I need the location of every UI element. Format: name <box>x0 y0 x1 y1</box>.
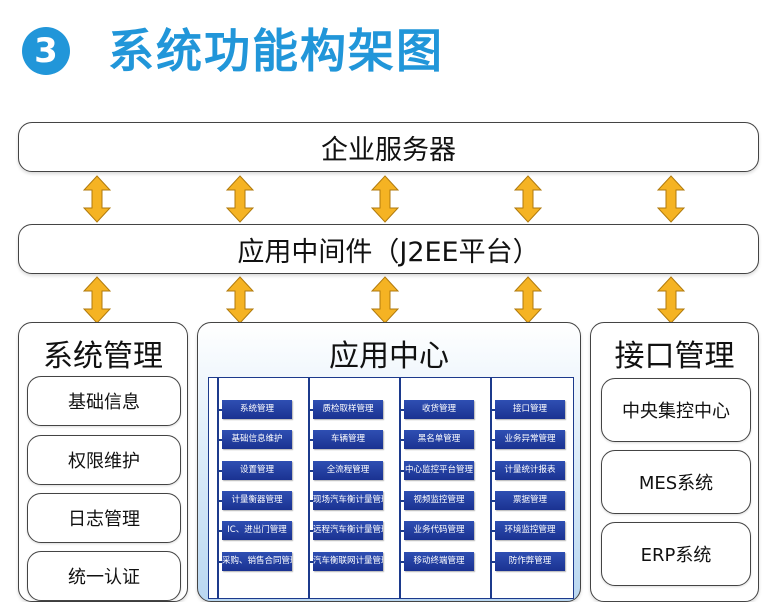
app-module-item: 业务异常管理 <box>495 430 565 449</box>
module-connector-tick <box>217 409 223 411</box>
application-center-title: 应用中心 <box>329 339 449 374</box>
module-connector-tick <box>490 470 496 472</box>
module-column-connector <box>308 378 310 598</box>
app-module-item: 计量统计报表 <box>495 461 565 480</box>
module-column-connector <box>399 378 401 598</box>
sys-item-log: 日志管理 <box>27 493 181 543</box>
app-module-item: 移动终端管理 <box>404 552 474 571</box>
app-module-item: 收货管理 <box>404 400 474 419</box>
module-connector-tick <box>308 530 314 532</box>
app-module-item: 现场汽车衡计量管理 <box>313 491 383 510</box>
app-module-item: 接口管理 <box>495 400 565 419</box>
middleware-label: 应用中间件（J2EE平台） <box>237 236 540 268</box>
app-module-item: 视频监控管理 <box>404 491 474 510</box>
module-connector-tick <box>308 500 314 502</box>
module-column-connector <box>490 378 492 598</box>
sys-item-unified-auth: 统一认证 <box>27 551 181 601</box>
app-module-item: 设置管理 <box>222 461 292 480</box>
double-arrow-icon <box>657 175 685 223</box>
module-connector-tick <box>399 561 405 563</box>
module-connector-tick <box>308 439 314 441</box>
sys-item-basic-info: 基础信息 <box>27 376 181 426</box>
app-module-item: 远程汽车衡计量管理 <box>313 521 383 540</box>
app-module-item: 质检取样管理 <box>313 400 383 419</box>
sys-item-permission: 权限维护 <box>27 435 181 485</box>
app-module-item: 业务代码管理 <box>404 521 474 540</box>
section-number-badge: 3 <box>22 27 70 75</box>
module-connector-tick <box>399 500 405 502</box>
app-module-item: 采购、销售合同管理 <box>222 552 292 571</box>
double-arrow-icon <box>514 276 542 324</box>
app-module-item: 防作弊管理 <box>495 552 565 571</box>
app-module-item: 汽车衡联网计量管理 <box>313 552 383 571</box>
page-title: 系统功能构架图 <box>108 24 444 78</box>
app-module-item: 中心监控平台管理 <box>404 461 474 480</box>
app-module-item: IC、进出门管理 <box>222 521 292 540</box>
iface-item-mes: MES系统 <box>601 450 751 514</box>
iface-item-erp: ERP系统 <box>601 522 751 586</box>
module-connector-tick <box>490 561 496 563</box>
module-connector-tick <box>490 530 496 532</box>
application-module-grid: 系统管理基础信息维护设置管理计量衡器管理 IC、进出门管理采购、销售合同管理 质检取… <box>208 377 574 599</box>
module-connector-tick <box>217 561 223 563</box>
middleware-layer: 应用中间件（J2EE平台） <box>18 224 759 274</box>
module-connector-tick <box>490 439 496 441</box>
module-connector-tick <box>490 500 496 502</box>
interface-management-title: 接口管理 <box>614 339 735 374</box>
double-arrow-icon <box>226 276 254 324</box>
double-arrow-icon <box>514 175 542 223</box>
app-module-item: 车辆管理 <box>313 430 383 449</box>
module-connector-tick <box>217 470 223 472</box>
module-connector-tick <box>217 530 223 532</box>
double-arrow-icon <box>371 276 399 324</box>
enterprise-server-label: 企业服务器 <box>321 134 456 166</box>
module-connector-tick <box>308 561 314 563</box>
double-arrow-icon <box>83 175 111 223</box>
module-connector-tick <box>217 500 223 502</box>
module-connector-tick <box>217 439 223 441</box>
enterprise-server-layer: 企业服务器 <box>18 122 759 172</box>
system-management-panel: 系统管理 基础信息 权限维护 日志管理 统一认证 <box>18 322 188 602</box>
iface-item-central-control: 中央集控中心 <box>601 378 751 442</box>
module-connector-tick <box>308 409 314 411</box>
module-connector-tick <box>399 439 405 441</box>
app-module-item: 环境监控管理 <box>495 521 565 540</box>
double-arrow-icon <box>657 276 685 324</box>
system-management-title: 系统管理 <box>43 339 163 374</box>
app-module-item: 全流程管理 <box>313 461 383 480</box>
app-module-item: 计量衡器管理 <box>222 491 292 510</box>
double-arrow-icon <box>83 276 111 324</box>
app-module-item: 票据管理 <box>495 491 565 510</box>
module-connector-tick <box>399 530 405 532</box>
module-connector-tick <box>399 409 405 411</box>
double-arrow-icon <box>226 175 254 223</box>
module-connector-tick <box>490 409 496 411</box>
interface-management-panel: 接口管理 中央集控中心 MES系统 ERP系统 <box>590 322 759 602</box>
app-module-item: 系统管理 <box>222 400 292 419</box>
app-module-item: 基础信息维护 <box>222 430 292 449</box>
application-center-panel: 应用中心 系统管理基础信息维护设置管理计量衡器管理 IC、进出门管理采购、销售合同… <box>197 322 581 602</box>
module-connector-tick <box>308 470 314 472</box>
app-module-item: 黑名单管理 <box>404 430 474 449</box>
module-connector-tick <box>399 470 405 472</box>
double-arrow-icon <box>371 175 399 223</box>
module-column-connector <box>217 378 219 598</box>
